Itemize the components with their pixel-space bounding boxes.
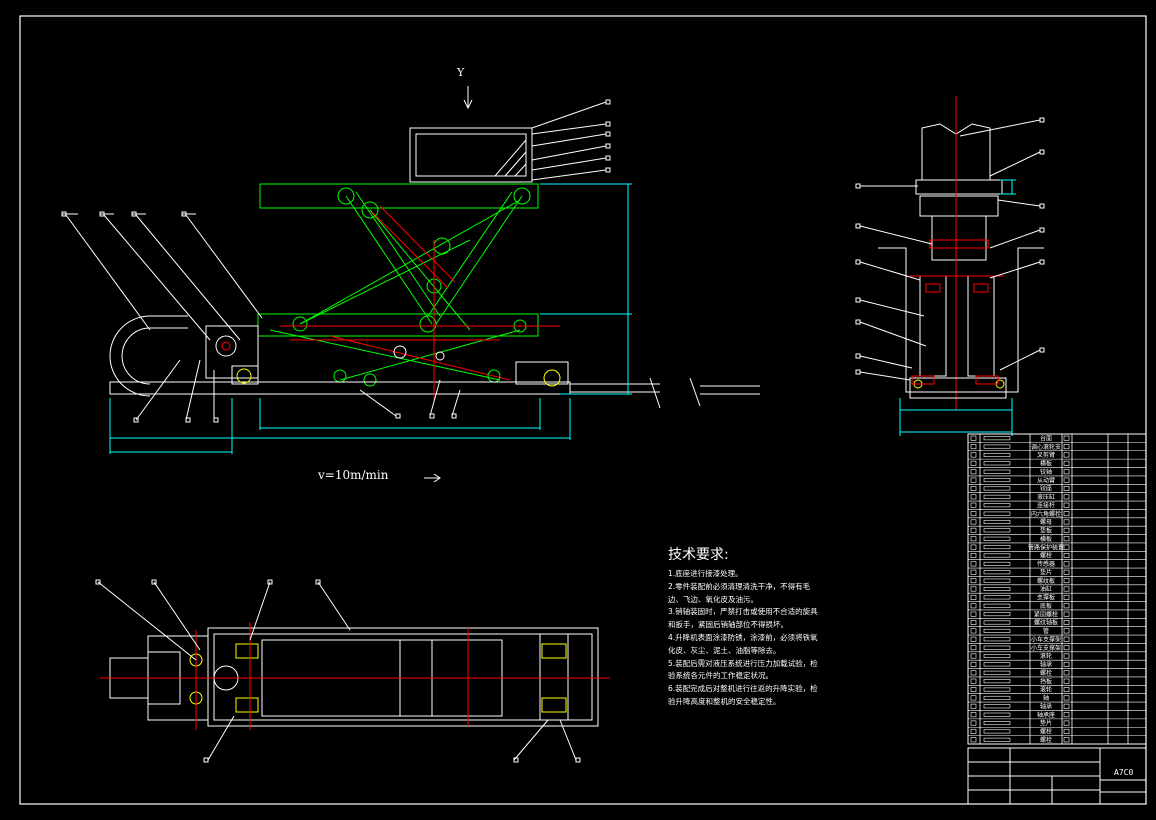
title-block: A7C0 bbox=[967, 747, 1147, 805]
bom-row-name: 管路保护装置 bbox=[1028, 543, 1064, 551]
plan-view bbox=[95, 579, 610, 763]
bom-row-name: 小车支撑架 bbox=[1031, 644, 1061, 652]
bill-of-materials: 台面调心滚轮支叉剪臂横板铰轴从动臂铰座液压缸连接杆内六角螺栓螺母垫板横板管路保护… bbox=[967, 433, 1147, 745]
bom-row-name: 叉剪臂 bbox=[1037, 451, 1055, 459]
bom-row-name: 铰座 bbox=[1040, 485, 1052, 493]
note-line: 5.装配后需对液压系统进行压力加载试验，检 bbox=[668, 658, 818, 668]
bom-row-name: 轴承 bbox=[1040, 661, 1052, 669]
notes-list: 1.底座进行接漆处理。 2.零件装配前必须清理清洗干净，不得有毛边、飞边、氧化皮及… bbox=[668, 568, 878, 709]
note-line: 化皮、灰尘、泥土、油脂等除去。 bbox=[668, 645, 781, 655]
bom-row-name: 螺栓 bbox=[1040, 736, 1052, 744]
bom-row-name: 紧固螺栓 bbox=[1034, 610, 1058, 618]
bom-row-name: 铰轴 bbox=[1040, 468, 1052, 476]
title-block-code: A7C0 bbox=[1114, 768, 1133, 777]
bom-row-name: 轴 bbox=[1043, 694, 1049, 702]
speed-label: v=10m/min bbox=[318, 468, 389, 482]
side-view bbox=[855, 96, 1045, 436]
bom-row-name: 横板 bbox=[1040, 460, 1052, 468]
view-direction-label: Y bbox=[457, 66, 465, 79]
bom-row-name: 滚轮 bbox=[1040, 686, 1052, 694]
bom-row-name: 支撑板 bbox=[1037, 594, 1055, 602]
bom-row-name: 垫片 bbox=[1040, 719, 1052, 727]
note-line: 和扳手，紧固后销轴部位不得损坏。 bbox=[668, 620, 788, 630]
bom-row-name: 内六角螺栓 bbox=[1031, 510, 1061, 518]
bom-row-name: 滚轮 bbox=[1040, 652, 1052, 660]
note-line: 6.装配完成后对整机进行往返的升降实验，检 bbox=[668, 684, 818, 694]
bom-row-name: 螺栓 bbox=[1040, 552, 1052, 560]
bom-row-name: 螺纹板 bbox=[1037, 577, 1055, 585]
bom-row-name: 垫板 bbox=[1040, 527, 1052, 535]
note-line: 3.销轴装固时，严禁打击或使用不合适的旋具 bbox=[668, 607, 818, 617]
bom-row-name: 底板 bbox=[1040, 602, 1052, 610]
front-elevation bbox=[61, 86, 760, 483]
note-line: 2.零件装配前必须清理清洗干净，不得有毛 bbox=[668, 581, 811, 591]
notes-title: 技术要求: bbox=[668, 547, 729, 563]
bom-row-name: 螺栓 bbox=[1040, 728, 1052, 736]
bom-row-name: 螺栓 bbox=[1040, 669, 1052, 677]
bom-row-name: 传感器 bbox=[1037, 560, 1055, 568]
note-line: 1.底座进行接漆处理。 bbox=[668, 569, 743, 578]
bom-row-name: 台面 bbox=[1040, 434, 1052, 442]
note-line: 边、飞边、氧化皮及油污。 bbox=[668, 594, 758, 604]
bom-row-name: 管 bbox=[1043, 627, 1049, 635]
bom-row-name: 垫片 bbox=[1040, 568, 1052, 576]
sheet-border bbox=[19, 15, 1147, 805]
bom-row-name: 从动臂 bbox=[1037, 476, 1055, 484]
bom-row-name: 小车支撑架 bbox=[1031, 635, 1061, 643]
bom-row-name: 油缸 bbox=[1040, 585, 1052, 593]
technical-requirements: 技术要求: 1.底座进行接漆处理。 2.零件装配前必须清理清洗干净，不得有毛边、飞… bbox=[668, 544, 878, 709]
note-line: 4.升降机表面涂漆防锈，涂漆前，必须将铁氧 bbox=[668, 632, 818, 642]
bom-row-name: 调心滚轮支 bbox=[1031, 443, 1061, 451]
note-line: 验系统各元件的工作稳定状况。 bbox=[668, 671, 773, 681]
bom-row-name: 轴承 bbox=[1040, 702, 1052, 710]
bom-row-name: 连接杆 bbox=[1037, 501, 1055, 509]
bom-row-name: 横板 bbox=[1040, 535, 1052, 543]
bom-row-name: 螺母 bbox=[1040, 518, 1052, 526]
bom-row-name: 挡板 bbox=[1040, 677, 1052, 685]
bom-row-name: 螺纹轴板 bbox=[1034, 619, 1058, 627]
bom-row-name: 轴承座 bbox=[1037, 711, 1055, 719]
bom-row-name: 液压缸 bbox=[1037, 493, 1055, 501]
note-line: 验升降高度和整机的安全稳定性。 bbox=[668, 696, 781, 706]
